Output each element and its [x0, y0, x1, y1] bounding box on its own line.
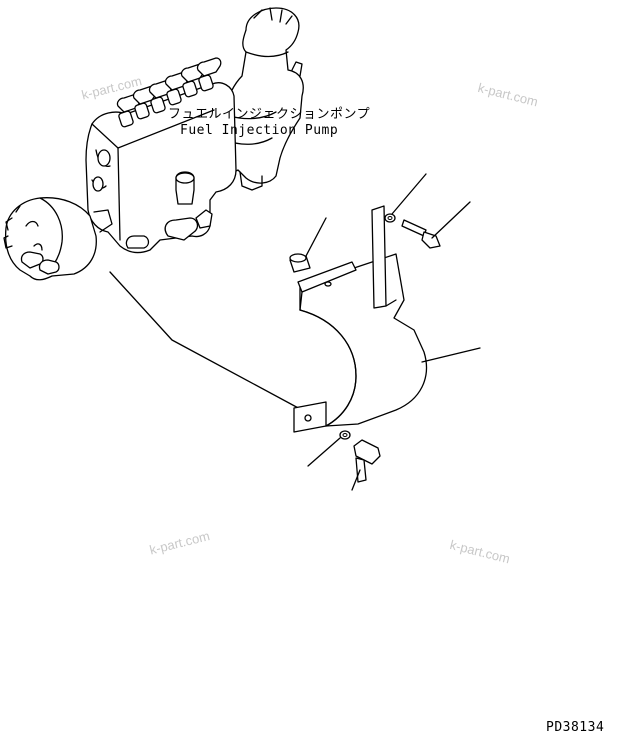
drawing-number: PD38134 — [546, 720, 605, 735]
lower-bolt — [351, 439, 381, 491]
pump-label-japanese: フュエルインジェクションポンプ — [168, 107, 371, 122]
lower-washer — [307, 430, 351, 467]
pump-cover — [293, 205, 428, 433]
fuel-injection-pump — [3, 7, 304, 281]
upper-bolt — [401, 201, 471, 249]
pump-label-english: Fuel Injection Pump — [180, 123, 339, 138]
leader-pump-to-cover — [109, 271, 303, 411]
upper-washer — [384, 173, 427, 223]
leader-cover — [421, 347, 481, 363]
delivery-valves — [116, 57, 222, 128]
spacer-collar — [289, 217, 327, 273]
